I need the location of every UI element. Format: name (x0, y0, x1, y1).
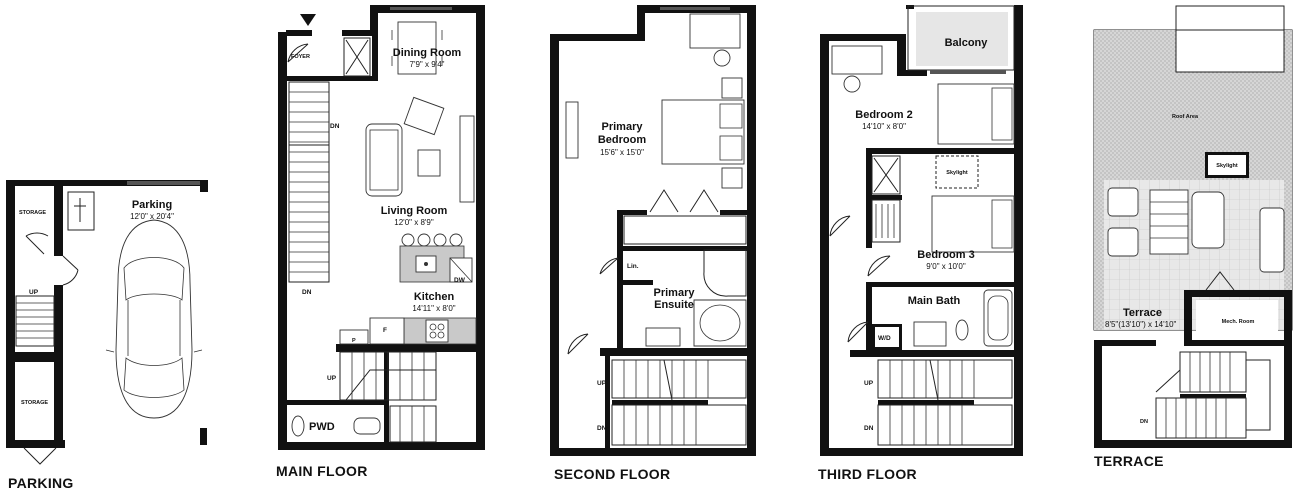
sofa (365, 123, 403, 197)
bedroom-3-dimension: 9'0" x 10'0" (926, 262, 966, 271)
main-floor-caption: MAIN FLOOR (276, 463, 368, 479)
washer-dryer-label: W/D (878, 335, 891, 342)
linen-closet-label: Lin. (627, 263, 639, 270)
main-bath-label: Main Bath (908, 295, 961, 307)
parking-room-label: Parking (132, 199, 172, 211)
terrace-dn-label: DN (1140, 419, 1148, 425)
bathtub (983, 289, 1013, 347)
skylight-outline (935, 155, 979, 189)
dresser (565, 101, 579, 159)
bed-bedroom-3 (931, 195, 1015, 253)
terrace-stairs (1155, 351, 1271, 439)
third-dn-label: DN (864, 425, 874, 432)
parking-up-label: UP (29, 289, 39, 296)
bed-bedroom-2 (937, 83, 1015, 145)
powder-room-label: PWD (309, 421, 335, 433)
third-up-label: UP (864, 380, 874, 387)
bedroom-2-dimension: 14'10" x 8'0" (862, 122, 906, 131)
fridge-label: F (383, 327, 387, 334)
terrace-label: Terrace (1123, 307, 1162, 319)
armchair (403, 96, 445, 136)
third-floor-caption: THIRD FLOOR (818, 466, 917, 482)
primary-bedroom-label-1: Primary (602, 121, 644, 133)
third-floor: Balcony Bedroom 2 14'10" x 8'0" Skylight… (818, 5, 1023, 482)
terrace-skylight-label: Skylight (1216, 163, 1238, 169)
roof-area (1104, 72, 1284, 180)
main-stairs (288, 81, 330, 283)
roof-area-label: Roof Area (1172, 114, 1199, 120)
vanity (913, 321, 947, 347)
terrace-table (1149, 189, 1189, 255)
kitchen-island (399, 233, 473, 283)
desk-bedroom-2 (831, 45, 883, 75)
primary-bed (661, 77, 745, 189)
second-floor: Primary Bedroom 15'6" x 15'0" Lin. Prima… (550, 5, 756, 482)
pantry-label: P (352, 338, 356, 344)
kitchen-dimension: 14'11" x 8'0" (412, 304, 455, 313)
terrace-level: Roof Area Skylight Terrace 8'5"(13'10") … (1093, 5, 1293, 469)
second-floor-caption: SECOND FLOOR (554, 466, 670, 482)
primary-bedroom-label-2: Bedroom (598, 134, 647, 146)
parking-room-dimension: 12'0" x 20'4" (130, 212, 174, 221)
main-up-label: UP (327, 375, 337, 382)
parked-car (105, 219, 203, 419)
kitchen-label: Kitchen (414, 291, 455, 303)
coffee-table (417, 149, 441, 177)
second-dn-label: DN (597, 425, 607, 432)
media-unit (459, 115, 475, 203)
dining-room-dimension: 7'9" x 9'4" (410, 60, 445, 69)
desk (689, 13, 741, 49)
parking-storage-top-label: STORAGE (19, 210, 46, 216)
parking-caption: PARKING (8, 475, 74, 491)
ensuite-label-1: Primary (654, 287, 696, 299)
balcony-label: Balcony (945, 37, 989, 49)
main-lower-stairs (339, 351, 437, 443)
foyer-label: FOYER (291, 54, 310, 60)
second-stairs (611, 359, 747, 446)
terrace-dimension: 8'5"(13'10") x 14'10" (1105, 320, 1177, 329)
bedroom-3-label: Bedroom 3 (917, 249, 974, 261)
dining-room-label: Dining Room (393, 47, 462, 59)
third-stairs (877, 359, 1013, 446)
living-room-label: Living Room (381, 205, 448, 217)
toilet (955, 319, 969, 341)
second-up-label: UP (597, 380, 607, 387)
fridge (369, 317, 405, 345)
dishwasher-label: DW (454, 277, 466, 284)
main-dn-label-2: DN (302, 289, 312, 296)
parking-floor: STORAGE STORAGE UP Parking 12'0" x 20'4"… (6, 180, 208, 491)
mech-room-label: Mech. Room (1222, 319, 1255, 325)
third-skylight-label: Skylight (946, 170, 968, 176)
bedroom-2-label: Bedroom 2 (855, 109, 912, 121)
ensuite-label-2: Ensuite (654, 299, 694, 311)
primary-bedroom-dimension: 15'6" x 15'0" (600, 148, 644, 157)
main-dn-label-1: DN (330, 123, 340, 130)
living-room-dimension: 12'0" x 8'9" (394, 218, 434, 227)
parking-stairs (15, 295, 55, 347)
terrace-caption: TERRACE (1094, 453, 1164, 469)
entry-arrow-icon (300, 14, 316, 26)
parking-storage-bottom-label: STORAGE (21, 400, 48, 406)
dining-table (391, 21, 443, 75)
main-floor: FOYER Dining Room 7'9" x 9'4" Living Roo… (276, 5, 485, 479)
pantry (339, 329, 369, 345)
